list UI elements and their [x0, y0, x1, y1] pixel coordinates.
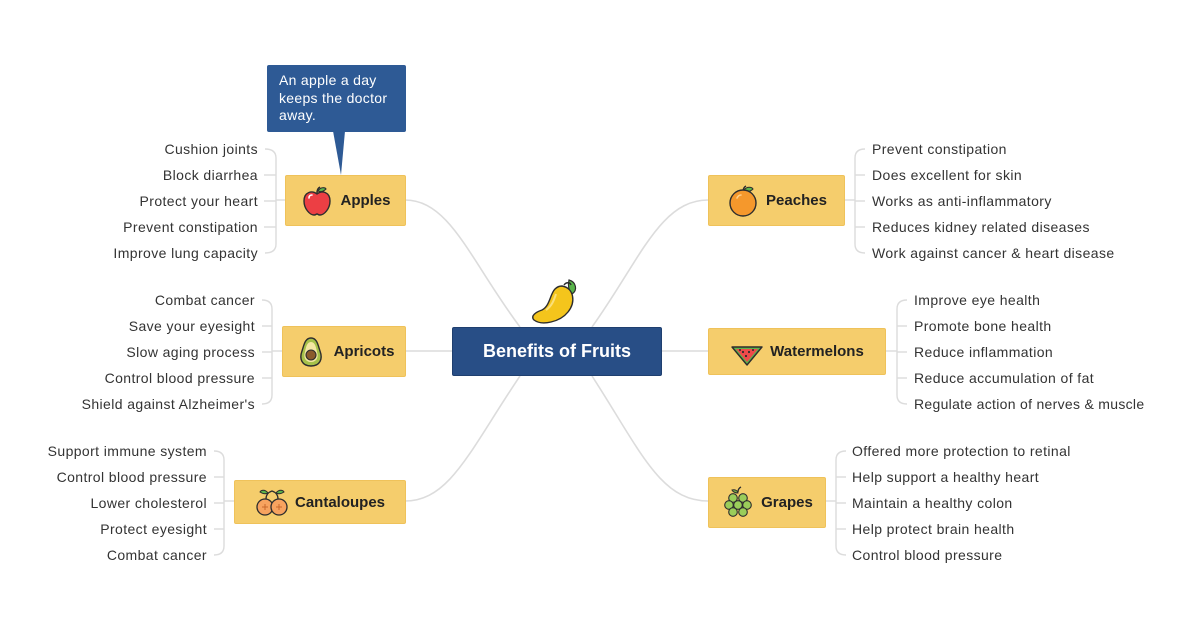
- connector-grapes: [591, 375, 709, 502]
- branch-peaches-label: Peaches: [766, 192, 827, 209]
- grapes-icon: [724, 485, 752, 517]
- leaf-apples-4[interactable]: Prevent constipation: [123, 219, 258, 235]
- leaf-watermelons-2[interactable]: Promote bone health: [914, 318, 1052, 334]
- branch-watermelons[interactable]: Watermelons: [708, 328, 886, 375]
- branch-apples[interactable]: Apples: [285, 175, 406, 226]
- connector-cantaloupes: [404, 375, 521, 502]
- leaf-cantaloupes-3[interactable]: Lower cholesterol: [90, 495, 207, 511]
- cantaloupe-icon: [256, 489, 288, 516]
- leaf-cantaloupes-5[interactable]: Combat cancer: [106, 547, 207, 563]
- leaf-watermelons-4[interactable]: Reduce accumulation of fat: [914, 370, 1095, 386]
- central-topic[interactable]: Benefits of Fruits: [452, 327, 662, 376]
- watermelon-icon: [731, 345, 763, 366]
- branch-cantaloupes-label: Cantaloupes: [294, 493, 385, 511]
- leaf-grapes-1[interactable]: Offered more protection to retinal: [852, 443, 1071, 459]
- connector-apples: [404, 199, 521, 328]
- leaf-apples-1[interactable]: Cushion joints: [164, 141, 258, 157]
- callout-note: An apple a day keeps the doctor away.: [267, 65, 406, 132]
- connector-peaches: [591, 199, 709, 328]
- leaf-cantaloupes-1[interactable]: Support immune system: [47, 443, 207, 459]
- leaf-peaches-4[interactable]: Reduces kidney related diseases: [872, 219, 1090, 235]
- leaf-watermelons-5[interactable]: Regulate action of nerves & muscle: [914, 396, 1145, 412]
- branch-peaches[interactable]: Peaches: [708, 175, 845, 226]
- leaf-cantaloupes-4[interactable]: Protect eyesight: [100, 521, 207, 537]
- leaf-peaches-3[interactable]: Works as anti-inflammatory: [872, 193, 1052, 209]
- leaf-peaches-1[interactable]: Prevent constipation: [872, 141, 1007, 157]
- apple-icon: [303, 185, 332, 216]
- leaf-grapes-4[interactable]: Help protect brain health: [852, 521, 1015, 537]
- branch-grapes[interactable]: Grapes: [708, 477, 826, 528]
- branch-cantaloupes[interactable]: Cantaloupes: [234, 480, 406, 524]
- leaf-peaches-5[interactable]: Work against cancer & heart disease: [872, 245, 1115, 261]
- leaf-apricots-2[interactable]: Save your eyesight: [128, 318, 255, 334]
- leaf-watermelons-1[interactable]: Improve eye health: [914, 292, 1041, 308]
- leaf-cantaloupes-2[interactable]: Control blood pressure: [56, 469, 207, 485]
- leaf-apricots-5[interactable]: Shield against Alzheimer's: [81, 396, 255, 412]
- leaf-peaches-2[interactable]: Does excellent for skin: [872, 167, 1023, 183]
- branch-grapes-label: Grapes: [761, 494, 813, 511]
- leaf-apricots-1[interactable]: Combat cancer: [154, 292, 255, 308]
- leaf-grapes-2[interactable]: Help support a healthy heart: [852, 469, 1040, 485]
- leaf-apricots-4[interactable]: Control blood pressure: [104, 370, 255, 386]
- leaf-apples-5[interactable]: Improve lung capacity: [113, 245, 258, 261]
- apricot-icon: [299, 336, 322, 367]
- peach-icon: [729, 184, 757, 217]
- leaf-apples-2[interactable]: Block diarrhea: [162, 167, 258, 183]
- branch-watermelons-label: Watermelons: [770, 343, 864, 360]
- leaf-apricots-3[interactable]: Slow aging process: [126, 344, 255, 360]
- leaf-watermelons-3[interactable]: Reduce inflammation: [914, 344, 1054, 360]
- branch-apricots[interactable]: Apricots: [282, 326, 406, 377]
- leaf-grapes-5[interactable]: Control blood pressure: [852, 547, 1003, 563]
- callout-tail: [333, 131, 345, 175]
- branch-apricots-label: Apricots: [333, 343, 395, 360]
- leaf-grapes-3[interactable]: Maintain a healthy colon: [852, 495, 1013, 511]
- mango-icon: [532, 279, 577, 324]
- leaf-apples-3[interactable]: Protect your heart: [139, 193, 258, 209]
- branch-apples-label: Apples: [340, 192, 391, 209]
